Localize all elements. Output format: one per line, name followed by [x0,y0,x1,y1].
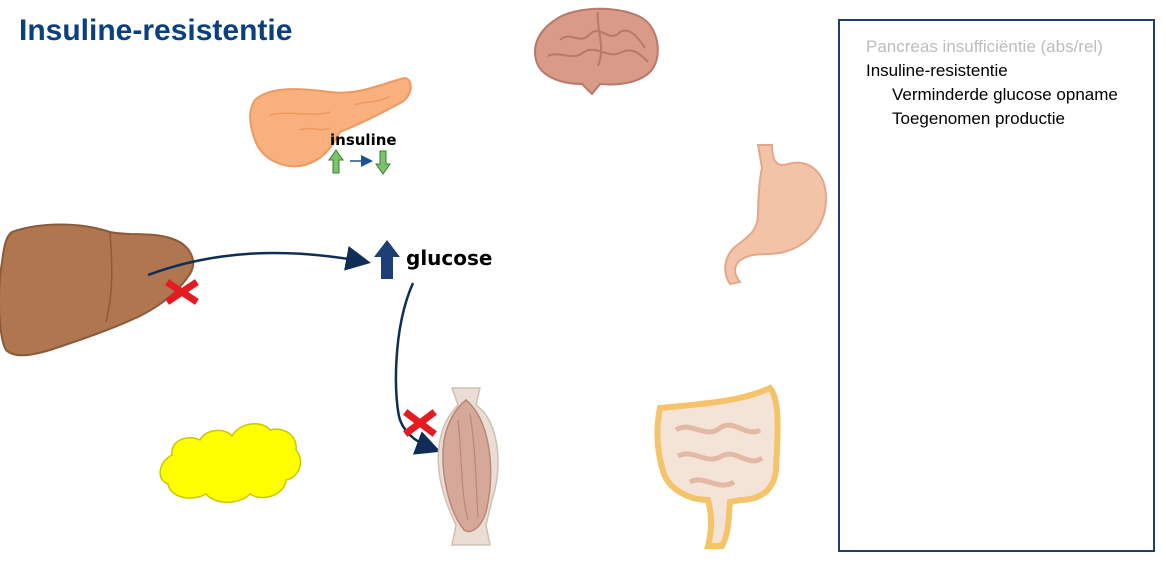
fat-tissue-icon [159,423,302,503]
bullet-insuline-resistentie: • Insuline-resistentie [840,59,1153,83]
bullet-list: • Pancreas insufficiëntie (abs/rel) • In… [840,35,1153,131]
muscle-icon [437,387,499,546]
bullet-pancreas-insufficiency: • Pancreas insufficiëntie (abs/rel) [840,35,1153,59]
liver-blocked-cross-icon [165,279,199,305]
intestine-icon [654,384,781,549]
liver-icon [0,223,195,357]
insuline-down-arrow-icon [375,150,391,175]
bullet-toegenomen-productie: • Toegenomen productie [840,107,1153,131]
bullet-text: Pancreas insufficiëntie (abs/rel) [866,37,1103,56]
pancreas-icon [249,76,412,168]
bullet-panel: • Pancreas insufficiëntie (abs/rel) • In… [838,19,1155,552]
bullet-verminderde-glucose-opname: • Verminderde glucose opname [840,83,1153,107]
liver-glucose-arrow [147,246,371,277]
bullet-text: Insuline-resistentie [866,61,1008,80]
bullet-text: Toegenomen productie [892,109,1065,128]
brain-icon [534,7,659,96]
glucose-label: glucose [406,246,493,270]
insuline-up-arrow-icon [328,149,344,174]
muscle-blocked-cross-icon [403,409,437,437]
glucose-muscle-arrow [394,282,441,455]
insuline-label: insuline [330,131,397,149]
glucose-up-arrow-icon [374,240,400,279]
bullet-text: Verminderde glucose opname [892,85,1118,104]
slide-title: Insuline-resistentie [19,14,293,47]
stomach-icon [724,144,828,286]
